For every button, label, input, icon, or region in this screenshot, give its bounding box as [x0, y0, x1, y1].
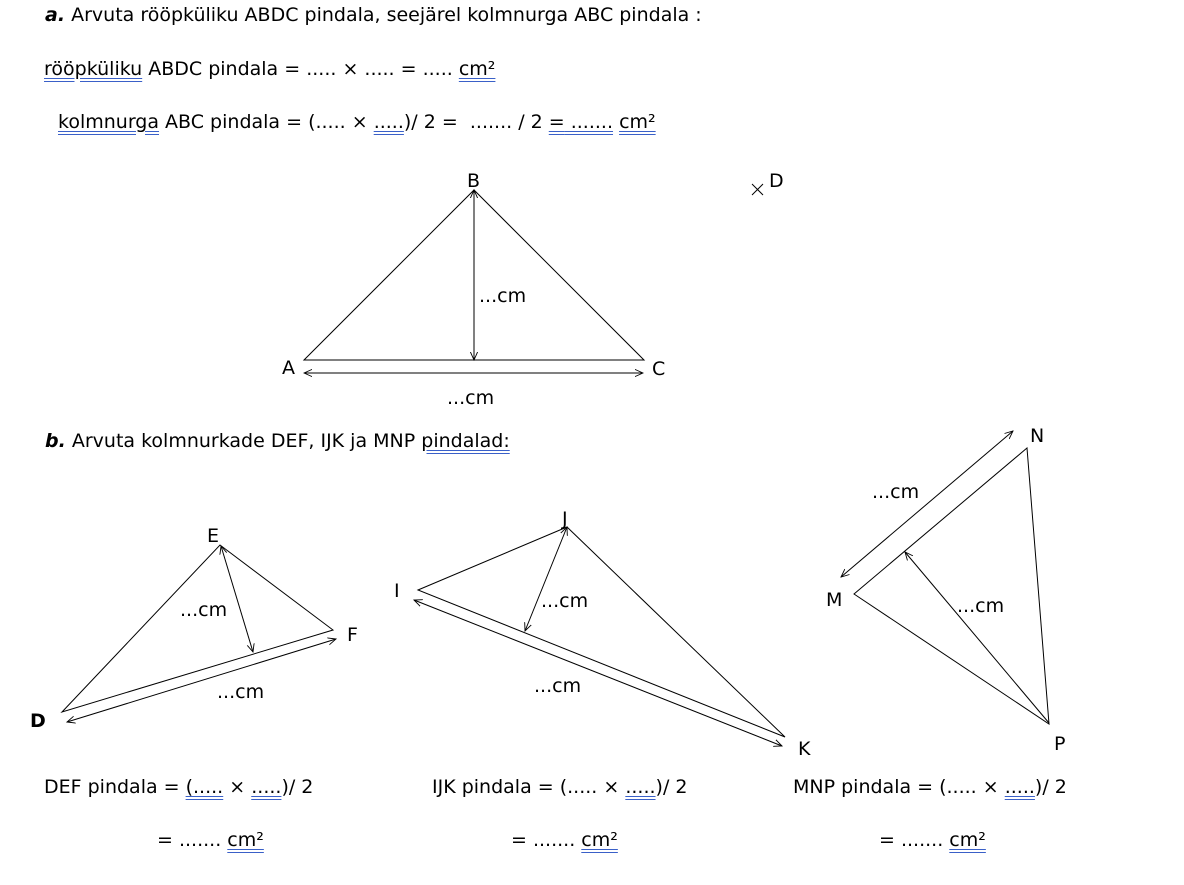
abc-height-label: ...cm	[479, 285, 526, 307]
label-m: M	[826, 589, 842, 611]
ijk-base-label: ...cm	[534, 675, 581, 697]
mnp-area-line: MNP pindala = (..... × .....)/ 2	[793, 776, 1067, 798]
ijk-height-label: ...cm	[541, 590, 588, 612]
part-b-letter: b.	[45, 430, 66, 452]
def-base-arrow	[67, 639, 336, 722]
abc-base-label: ...cm	[447, 387, 494, 409]
label-j: J	[561, 508, 568, 530]
part-b-instruction-text: Arvuta kolmnurkade DEF, IJK ja MNP	[71, 430, 422, 452]
mnp-side-label: ...cm	[872, 481, 919, 503]
para-word: rööpküliku	[44, 58, 143, 80]
def-blank-2: .....	[251, 776, 282, 798]
part-b-instruction-word: pindalad:	[421, 430, 510, 452]
label-d: D	[769, 170, 784, 192]
def-height-label: ...cm	[180, 599, 227, 621]
label-n: N	[1030, 425, 1044, 447]
tri-word: kolmnurga	[58, 111, 160, 133]
label-a: A	[282, 357, 295, 379]
triangle-def-outline	[60, 544, 335, 714]
part-a-instruction: a. Arvuta rööpküliku ABDC pindala, seejä…	[45, 6, 702, 25]
mnp-height-label: ...cm	[957, 595, 1004, 617]
ijk-blank: .....	[625, 776, 656, 798]
parallelogram-area-line: rööpküliku ABDC pindala = ..... × ..... …	[44, 60, 495, 79]
label-f: F	[347, 624, 358, 646]
label-d-bold: D	[30, 710, 46, 732]
part-a-letter: a.	[45, 4, 66, 26]
tri-eq-blank: = .......	[548, 111, 614, 133]
label-e: E	[207, 525, 219, 547]
tri-unit: cm²	[619, 111, 656, 133]
triangle-area-line: kolmnurga ABC pindala = (..... × .....)/…	[58, 113, 656, 132]
triangle-def: D E F ...cm ...cm	[30, 525, 358, 732]
label-k: K	[798, 738, 811, 760]
mnp-result-unit: cm²	[949, 829, 986, 851]
point-d: D	[751, 170, 784, 196]
tri-blank: .....	[373, 111, 404, 133]
tri-formula-1: ABC pindala = (..... ×	[159, 111, 374, 133]
triangle-ijk-outline	[416, 526, 786, 738]
tri-formula-2: )/ 2 = ....... / 2	[403, 111, 549, 133]
part-b-instruction: b. Arvuta kolmnurkade DEF, IJK ja MNP pi…	[45, 432, 510, 451]
def-blank-1: (.....	[185, 776, 224, 798]
def-area-line: DEF pindala = (..... × .....)/ 2	[44, 776, 314, 798]
mnp-height-arrow	[905, 552, 1050, 724]
mnp-blank: .....	[1004, 776, 1035, 798]
triangle-mnp: M N P ...cm ...cm	[826, 425, 1065, 755]
ijk-result-unit: cm²	[581, 829, 618, 851]
triangle-ijk: I J K ...cm ...cm	[394, 508, 811, 760]
label-b: B	[467, 170, 480, 192]
para-formula: ABDC pindala = ..... × ..... = .....	[142, 58, 459, 80]
def-result-unit: cm²	[227, 829, 264, 851]
label-c: C	[652, 358, 665, 380]
def-height-arrow	[221, 546, 253, 652]
para-unit: cm²	[458, 58, 496, 80]
label-p: P	[1054, 733, 1065, 755]
ijk-result-line: = ....... cm²	[511, 829, 618, 851]
label-i: I	[394, 580, 400, 602]
def-base-label: ...cm	[217, 681, 264, 703]
def-result-line: = ....... cm²	[157, 829, 264, 851]
ijk-area-line: IJK pindala = (..... × .....)/ 2	[432, 776, 688, 798]
part-a-instruction-text: Arvuta rööpküliku ABDC pindala, seejärel…	[71, 4, 702, 26]
mnp-result-line: = ....... cm²	[879, 829, 986, 851]
triangle-abc: A B C ...cm ...cm	[282, 170, 665, 409]
mnp-side-arrow	[841, 431, 1013, 577]
ijk-base-arrow	[414, 600, 782, 746]
